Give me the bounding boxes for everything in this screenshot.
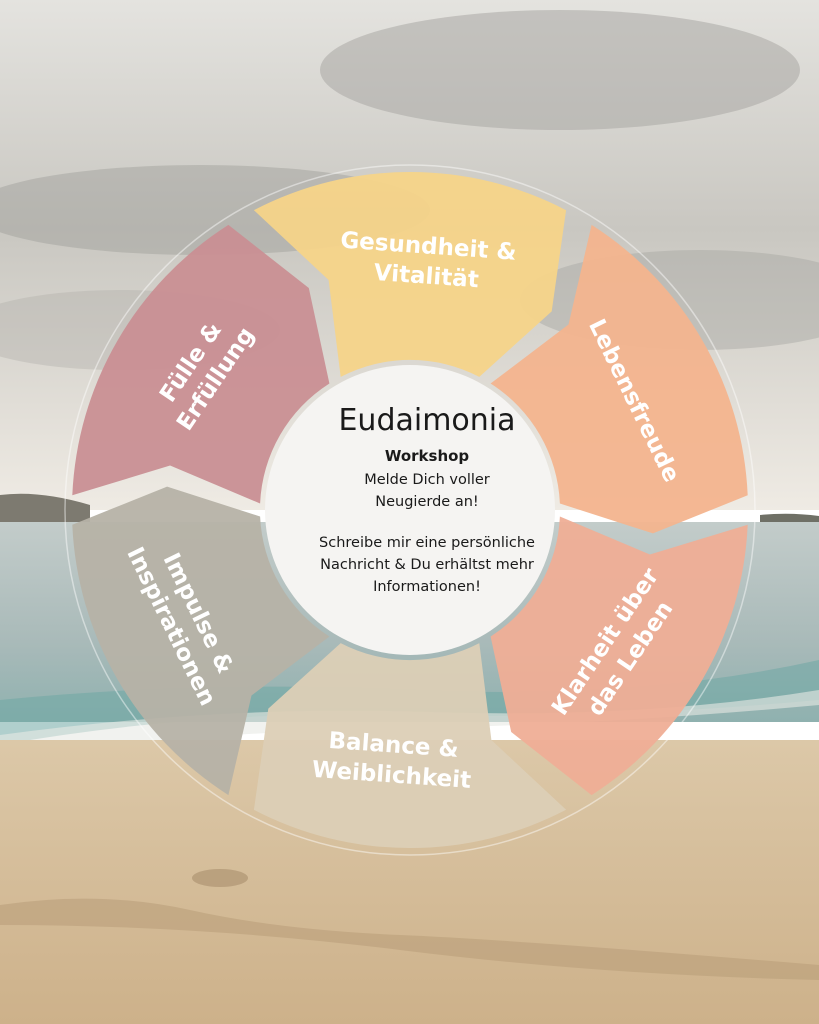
segment-shape — [72, 486, 330, 796]
hill — [0, 493, 90, 525]
footprints — [0, 898, 819, 980]
center-text-line: Schreibe mir eine persönliche — [319, 535, 535, 551]
cycle-segment: Impulse &Inspirationen — [72, 486, 330, 796]
center-title: Eudaimonia — [338, 403, 515, 438]
cloud — [320, 10, 800, 130]
outer-ring-line — [64, 164, 756, 856]
center-subtitle: Workshop — [385, 447, 470, 465]
cycle-segments: Gesundheit &VitalitätLebensfreudeKlarhei… — [72, 171, 748, 849]
center-text-line: Informationen! — [373, 579, 481, 595]
segment-shape — [490, 516, 748, 796]
segment-shape — [490, 224, 748, 534]
segment-shape — [72, 224, 330, 504]
center-circle — [265, 365, 555, 655]
footprints — [192, 869, 248, 887]
cycle-segment: Gesundheit &Vitalität — [253, 171, 567, 377]
segment-shape — [253, 643, 567, 849]
cycle-segment: Fülle &Erfüllung — [72, 224, 330, 504]
center-text-line: Nachricht & Du erhältst mehr — [320, 557, 534, 573]
center-text-line: Melde Dich voller — [364, 472, 490, 488]
cycle-segment: Lebensfreude — [490, 224, 748, 534]
cycle-segment: Klarheit überdas Leben — [490, 516, 748, 796]
center-panel: Eudaimonia Workshop Melde Dich voller Ne… — [265, 365, 555, 655]
center-text-line: Neugierde an! — [375, 494, 478, 510]
segment-shape — [253, 171, 567, 377]
cycle-segment: Balance &Weiblichkeit — [253, 643, 567, 849]
